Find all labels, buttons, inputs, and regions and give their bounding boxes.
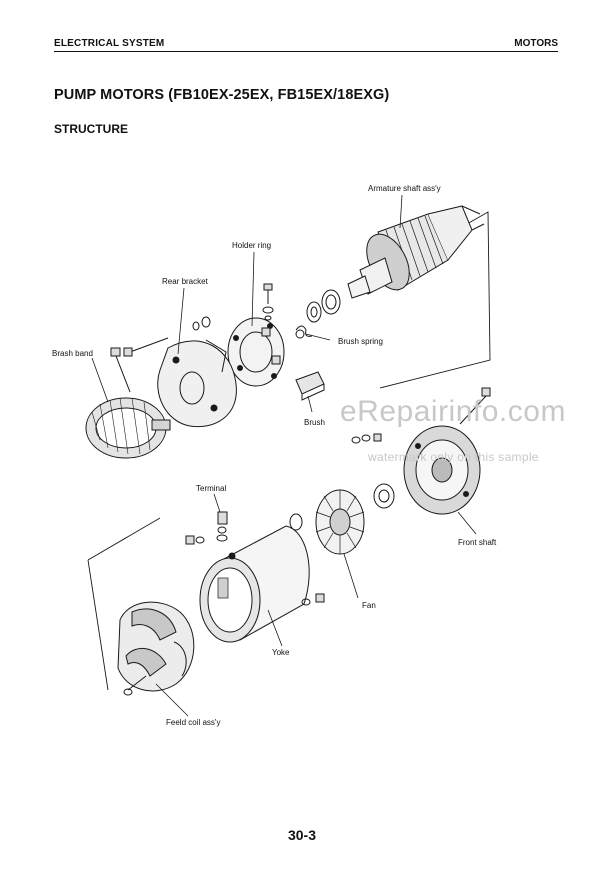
label-fan: Fan: [362, 601, 376, 610]
page-title: PUMP MOTORS (FB10EX-25EX, FB15EX/18EXG): [54, 87, 390, 103]
label-brush-spring: Brush spring: [338, 337, 383, 346]
field-coil: [117, 601, 195, 696]
header-section: ELECTRICAL SYSTEM: [54, 38, 165, 49]
label-terminal: Terminal: [196, 484, 227, 493]
label-front-shaft: Front shaft: [458, 538, 497, 547]
front-bearing: [373, 483, 395, 509]
armature-shaft: [347, 205, 485, 299]
leader-lines: [91, 194, 477, 717]
label-armature: Armature shaft ass'y: [368, 184, 441, 193]
frame-lines: [87, 211, 491, 691]
holder-ring: [227, 317, 285, 387]
section-subtitle: STRUCTURE: [54, 122, 128, 136]
brash-band: [85, 397, 171, 459]
page-number: 30-3: [287, 827, 317, 843]
header-rule: [54, 51, 558, 52]
band-screw: [110, 347, 131, 393]
bracket-bolt: [123, 316, 211, 357]
yoke-screw: [301, 593, 325, 606]
bearing-ring: [321, 289, 341, 315]
label-holder-ring: Holder ring: [232, 241, 272, 250]
brush-part: [295, 371, 325, 401]
watermark: eRepairinfo.com: [340, 395, 566, 428]
fan-part: [315, 489, 365, 555]
label-yoke: Yoke: [272, 648, 290, 657]
label-brash-band: Brash band: [52, 349, 93, 358]
brush-spring-part: [295, 325, 313, 337]
label-field-coil: Feeld coil ass'y: [166, 718, 221, 727]
front-shaft: [403, 425, 481, 515]
header-topic: MOTORS: [514, 38, 558, 49]
terminal-part: [185, 511, 228, 545]
label-rear-bracket: Rear bracket: [162, 277, 208, 286]
label-brush: Brush: [304, 418, 325, 427]
watermark-sub: watermark only on this sample: [368, 450, 539, 464]
yoke-part: [199, 513, 310, 643]
rear-bracket: [157, 339, 237, 428]
holder-bolt: [262, 283, 274, 321]
washer: [306, 301, 322, 323]
front-bolt: [351, 387, 491, 444]
